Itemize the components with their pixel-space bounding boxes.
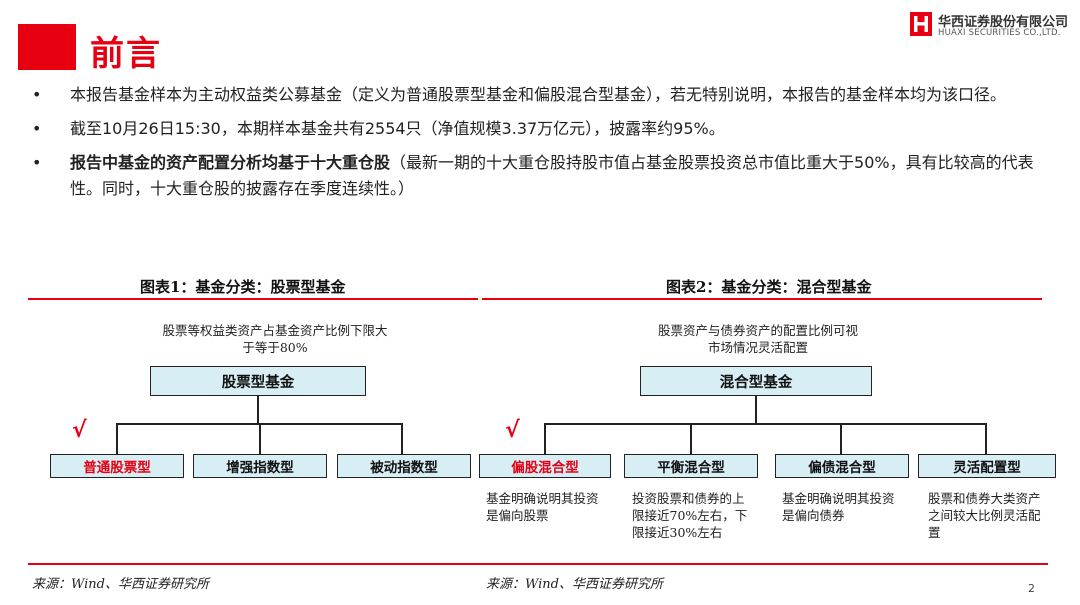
figure1-connector [401,423,403,454]
company-logo: 华西证券股份有限公司 HUAXI SECURITIES CO.,LTD. [910,10,1070,40]
figure1-description: 股票等权益类资产占基金资产比例下限大于等于80% [162,323,388,355]
figure2-child-stock-biased: 偏股混合型 [479,454,611,478]
bullet-bold-text: 报告中基金的资产配置分析均基于十大重仓股 [70,153,391,172]
figure1-root-box: 股票型基金 [150,366,366,396]
figure1-child-ordinary-stock: 普通股票型 [50,454,184,478]
intro-bullet-list: • 本报告基金样本为主动权益类公募基金（定义为普通股票型基金和偏股混合型基金），… [28,82,1058,210]
bullet-item: • 报告中基金的资产配置分析均基于十大重仓股（最新一期的十大重仓股持股市值占基金… [28,150,1058,202]
figure2-connector [544,423,546,454]
figure2-root-box: 混合型基金 [640,366,872,396]
bullet-item: • 本报告基金样本为主动权益类公募基金（定义为普通股票型基金和偏股混合型基金），… [28,82,1058,108]
figure2-connector [840,423,842,454]
figure1-child-enhanced-index: 增强指数型 [193,454,327,478]
figure1-check-icon: √ [72,418,87,443]
figure2-note-flexible: 股票和债券大类资产之间较大比例灵活配置 [928,491,1041,540]
figure2-child-balanced: 平衡混合型 [624,454,758,478]
figure2-source: 来源：Wind、华西证券研究所 [486,577,663,592]
page-number: 2 [1028,582,1035,595]
figure2-title: 图表2：基金分类：混合型基金 [666,278,872,296]
figure2-description: 股票资产与债券资产的配置比例可视市场情况灵活配置 [657,323,858,355]
figure2-note-balanced: 投资股票和债券的上限接近70%左右，下限接近30%左右 [632,491,748,540]
bullet-text: 本报告基金样本为主动权益类公募基金（定义为普通股票型基金和偏股混合型基金），若无… [70,85,1007,104]
figure2-child-flexible: 灵活配置型 [918,454,1056,478]
bullet-dot-icon: • [32,119,42,138]
bullet-text: （最新一期的十大重仓股持股市值占基金股票投资总市值比重大于50%，具有比较高的代… [70,153,1034,198]
page-title: 前言 [90,34,162,74]
figure2-connector [985,423,987,454]
logo-english-name: HUAXI SECURITIES CO.,LTD. [938,28,1061,38]
figure2-connector [755,396,757,424]
title-accent-bar [18,24,76,70]
figure1-connector [259,423,261,454]
figure2-note-bond-biased: 基金明确说明其投资是偏向债券 [782,491,895,523]
bullet-dot-icon: • [32,153,42,172]
figure2-connector [544,423,986,425]
logo-chinese-name: 华西证券股份有限公司 [938,15,1069,30]
figure2-connector [690,423,692,454]
bullet-dot-icon: • [32,85,42,104]
bullet-text: 截至10月26日15:30，本期样本基金共有2554只（净值规模3.37万亿元）… [70,119,725,138]
bullet-item: • 截至10月26日15:30，本期样本基金共有2554只（净值规模3.37万亿… [28,116,1058,142]
figure2-check-icon: √ [505,418,520,443]
figure1-child-passive-index: 被动指数型 [337,454,471,478]
figure1-connector [116,423,118,454]
figure2-note-stock-biased: 基金明确说明其投资是偏向股票 [486,491,599,523]
huaxi-logo-icon [910,12,932,36]
figure1-divider [28,298,478,300]
figure2-divider [482,298,1042,300]
figure1-connector [257,396,259,424]
figure1-source: 来源：Wind、华西证券研究所 [32,577,209,592]
figure1-title: 图表1：基金分类：股票型基金 [140,278,346,296]
footer-divider [28,563,1048,565]
figure2-child-bond-biased: 偏债混合型 [775,454,909,478]
